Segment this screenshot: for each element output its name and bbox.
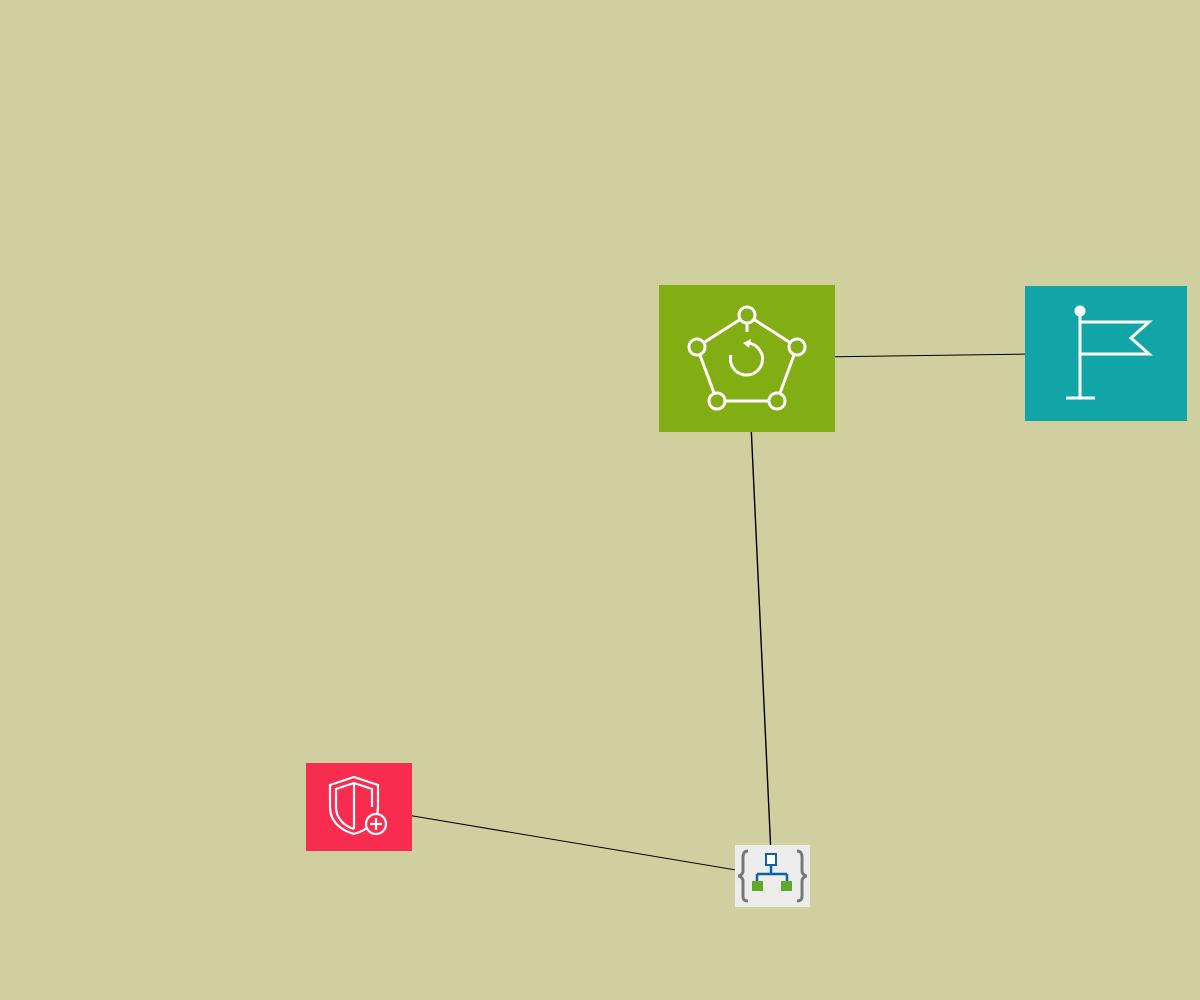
network-replication-node[interactable] [659, 285, 835, 432]
edge-resource-to-shield [358, 804, 773, 877]
edge-replication-to-resource [747, 359, 776, 877]
shield-node[interactable] [306, 763, 412, 851]
flag-node[interactable] [1025, 286, 1187, 421]
flag-icon [1066, 305, 1153, 400]
resource-template-node[interactable] [735, 845, 810, 907]
shield-add-icon [328, 775, 388, 836]
network-replication-icon [687, 305, 807, 411]
resource-template-icon [735, 845, 810, 907]
